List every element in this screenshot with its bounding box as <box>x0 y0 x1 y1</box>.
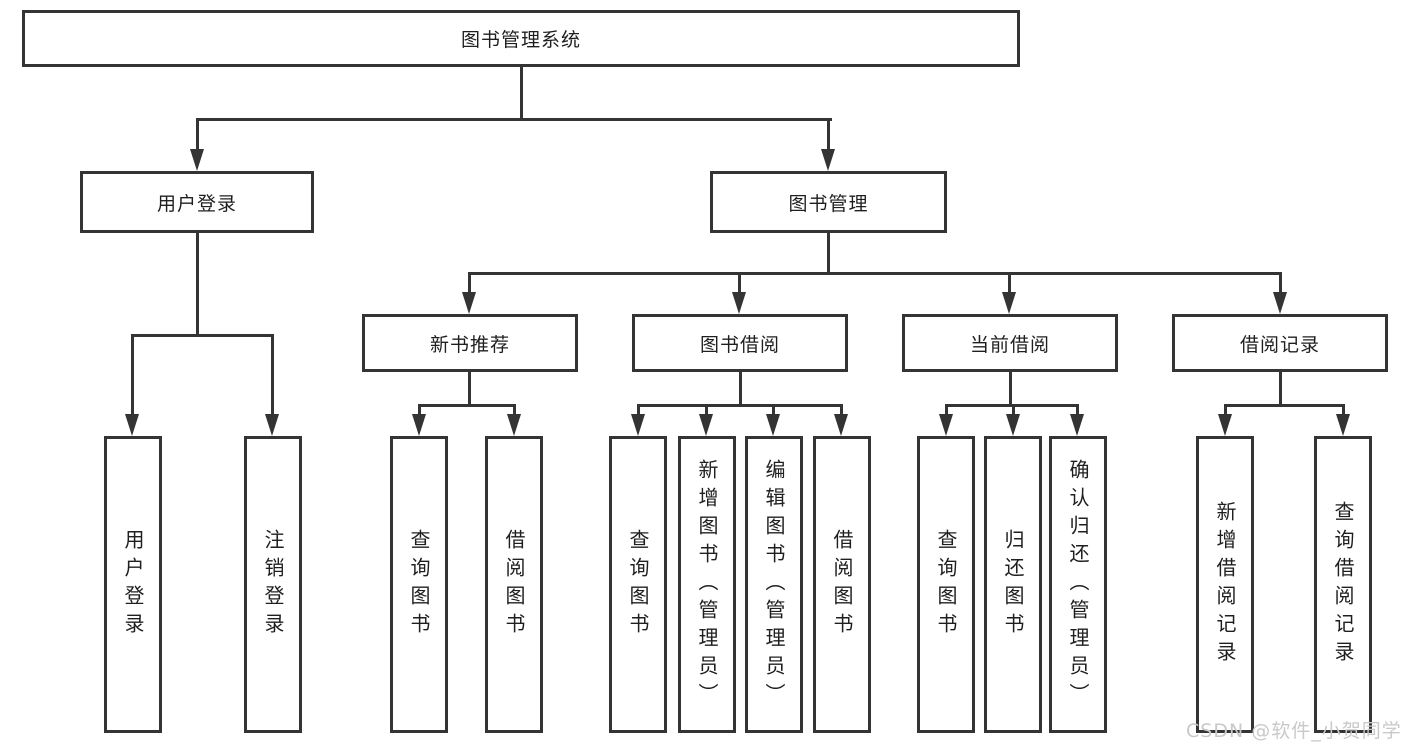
connector-drop-recommend-query <box>418 404 421 417</box>
connector-drop-edit-book <box>772 404 775 417</box>
connector-bookmgmt-bar <box>468 272 1282 275</box>
leaf-recommend-borrow-book-label: 借阅图书 <box>502 528 526 641</box>
leaf-logout-label: 注销登录 <box>261 528 285 641</box>
node-user-login: 用户登录 <box>80 171 314 233</box>
arrow-down-recommend-query <box>412 414 426 436</box>
connector-current-stem <box>1009 372 1012 407</box>
connector-drop-confirm-return <box>1076 404 1079 417</box>
node-borrow-records-label: 借阅记录 <box>1239 333 1320 356</box>
leaf-recommend-borrow-book: 借阅图书 <box>485 436 543 733</box>
connector-drop-current-query <box>945 404 948 417</box>
arrow-down-book-management <box>821 149 835 171</box>
arrow-down-user-login <box>190 149 204 171</box>
connector-drop-leaf-user-login <box>131 334 134 416</box>
leaf-confirm-return-admin: 确认归还（管理员） <box>1049 436 1107 733</box>
leaf-add-borrow-record-label: 新增借阅记录 <box>1213 500 1237 669</box>
connector-drop-add-book <box>705 404 708 417</box>
connector-records-bar <box>1224 404 1344 407</box>
leaf-logout: 注销登录 <box>244 436 302 733</box>
arrow-down-return-book <box>1006 414 1020 436</box>
leaf-return-book: 归还图书 <box>984 436 1042 733</box>
leaf-borrow-book: 借阅图书 <box>813 436 871 733</box>
leaf-current-query-book: 查询图书 <box>917 436 975 733</box>
connector-drop-user-login <box>196 118 199 154</box>
leaf-recommend-query-book: 查询图书 <box>390 436 448 733</box>
node-new-book-recommend-label: 新书推荐 <box>429 333 510 356</box>
leaf-user-login: 用户登录 <box>104 436 162 733</box>
arrow-down-current-borrow <box>1002 292 1016 314</box>
arrow-down-add-book <box>699 414 713 436</box>
node-root: 图书管理系统 <box>22 10 1020 67</box>
connector-drop-book-management <box>827 118 830 154</box>
connector-userlogin-bar <box>131 334 274 337</box>
node-book-borrow-label: 图书借阅 <box>699 333 780 356</box>
connector-drop-borrow-query <box>637 404 640 417</box>
arrow-down-confirm-return <box>1070 414 1084 436</box>
node-borrow-records: 借阅记录 <box>1172 314 1388 372</box>
leaf-query-borrow-record: 查询借阅记录 <box>1314 436 1372 733</box>
arrow-down-edit-book <box>766 414 780 436</box>
connector-drop-borrow-book <box>840 404 843 417</box>
arrow-down-current-query <box>939 414 953 436</box>
node-current-borrow: 当前借阅 <box>902 314 1118 372</box>
leaf-borrow-query-book: 查询图书 <box>609 436 667 733</box>
connector-drop-borrow-records <box>1279 272 1282 296</box>
connector-userlogin-stem <box>196 233 199 337</box>
leaf-recommend-query-book-label: 查询图书 <box>407 528 431 641</box>
connector-drop-current-borrow <box>1008 272 1011 296</box>
node-book-borrow: 图书借阅 <box>632 314 848 372</box>
node-current-borrow-label: 当前借阅 <box>969 333 1050 356</box>
leaf-user-login-label: 用户登录 <box>121 528 145 641</box>
leaf-add-book-admin-label: 新增图书（管理员） <box>695 458 719 711</box>
connector-drop-query-record <box>1342 404 1345 417</box>
arrow-down-book-borrow <box>732 292 746 314</box>
arrow-down-borrow-book <box>834 414 848 436</box>
node-book-management-label: 图书管理 <box>788 192 869 215</box>
arrow-down-borrow-records <box>1273 292 1287 314</box>
connector-drop-add-record <box>1224 404 1227 417</box>
connector-recommend-bar <box>418 404 516 407</box>
leaf-query-borrow-record-label: 查询借阅记录 <box>1331 500 1355 669</box>
leaf-return-book-label: 归还图书 <box>1001 528 1025 641</box>
node-new-book-recommend: 新书推荐 <box>362 314 578 372</box>
leaf-add-borrow-record: 新增借阅记录 <box>1196 436 1254 733</box>
node-user-login-label: 用户登录 <box>156 192 237 215</box>
arrow-down-recommend-borrow <box>507 414 521 436</box>
arrow-down-borrow-query <box>631 414 645 436</box>
arrow-down-add-record <box>1218 414 1232 436</box>
csdn-watermark: CSDN @软件_小贺同学 <box>1186 720 1402 742</box>
connector-recommend-stem <box>468 372 471 407</box>
node-book-management: 图书管理 <box>710 171 947 233</box>
connector-records-stem <box>1279 372 1282 407</box>
connector-drop-recommend-borrow <box>513 404 516 417</box>
connector-drop-book-borrow <box>738 272 741 296</box>
leaf-add-book-admin: 新增图书（管理员） <box>678 436 736 733</box>
connector-drop-return-book <box>1012 404 1015 417</box>
leaf-current-query-book-label: 查询图书 <box>934 528 958 641</box>
leaf-edit-book-admin-label: 编辑图书（管理员） <box>762 458 786 711</box>
leaf-borrow-book-label: 借阅图书 <box>830 528 854 641</box>
connector-drop-new-book-recommend <box>468 272 471 296</box>
connector-bookmgmt-stem <box>827 233 830 275</box>
arrow-down-leaf-user-login <box>125 414 139 436</box>
connector-borrow-stem <box>739 372 742 407</box>
leaf-edit-book-admin: 编辑图书（管理员） <box>745 436 803 733</box>
arrow-down-new-book-recommend <box>462 292 476 314</box>
connector-borrow-bar <box>637 404 843 407</box>
leaf-borrow-query-book-label: 查询图书 <box>626 528 650 641</box>
arrow-down-leaf-logout <box>265 414 279 436</box>
arrow-down-query-record <box>1336 414 1350 436</box>
node-root-label: 图书管理系统 <box>460 29 581 51</box>
connector-root-bar <box>196 118 832 121</box>
connector-root-stem <box>520 67 523 121</box>
leaf-confirm-return-admin-label: 确认归还（管理员） <box>1066 458 1090 711</box>
connector-drop-leaf-logout <box>271 334 274 416</box>
